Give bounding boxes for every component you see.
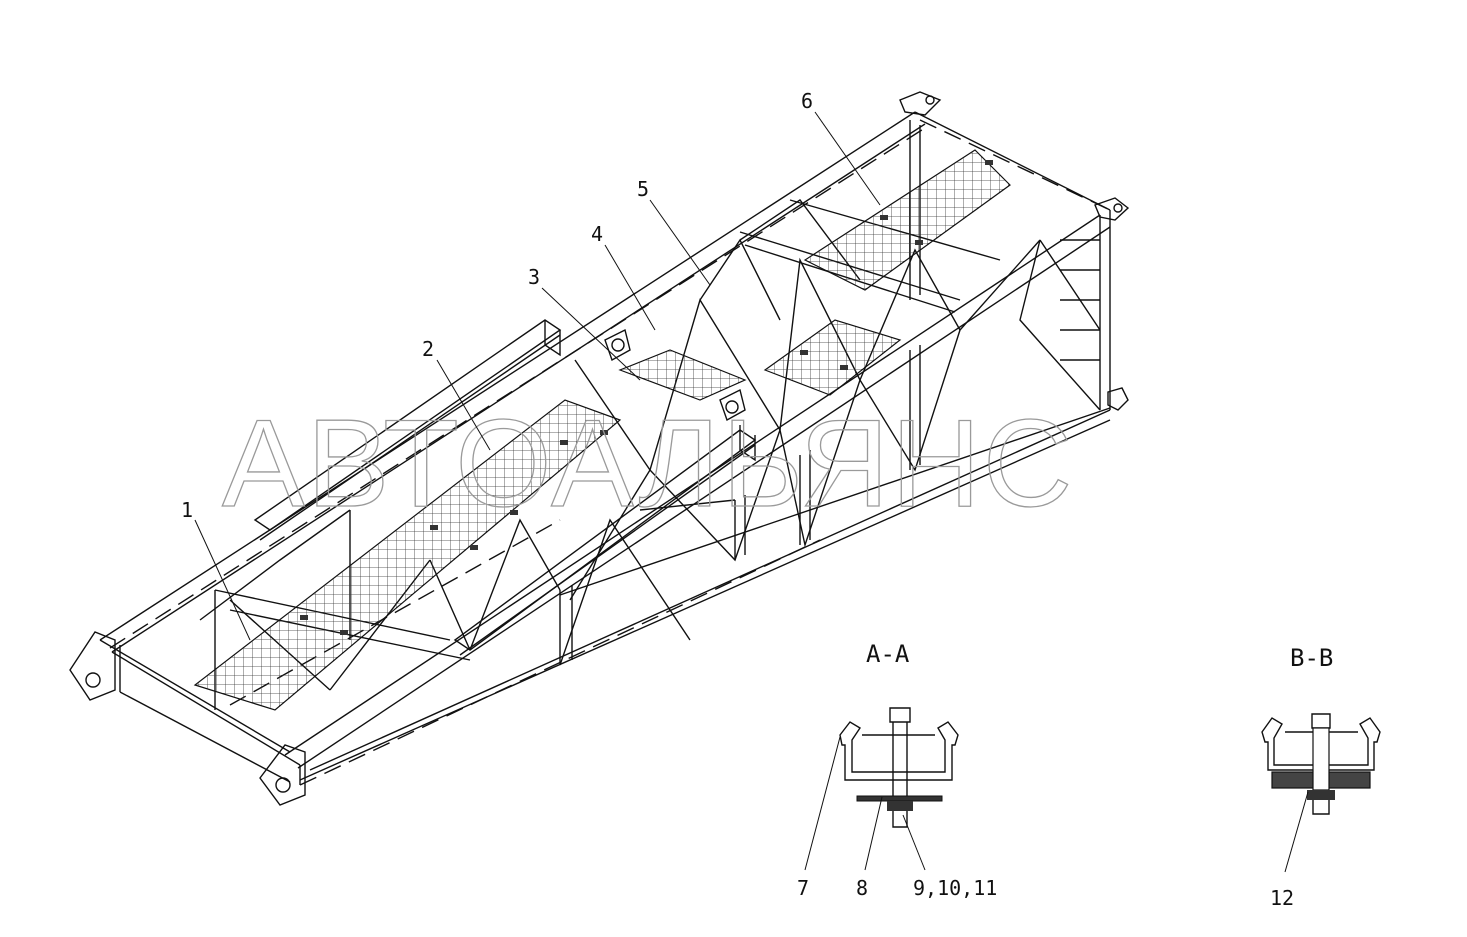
section-a-a-title: A-A bbox=[866, 640, 910, 668]
side-rails bbox=[253, 319, 757, 656]
end-lugs bbox=[69, 91, 1130, 806]
section-b-b-title: B-B bbox=[1290, 644, 1333, 672]
callout-12: 12 bbox=[1270, 886, 1294, 910]
brackets bbox=[604, 328, 746, 422]
callout-1: 1 bbox=[181, 498, 193, 522]
callout-7: 7 bbox=[797, 876, 809, 900]
section-b-b: B-B 12 bbox=[1261, 644, 1381, 910]
callout-5: 5 bbox=[637, 177, 649, 201]
callouts: 1 2 3 4 5 6 bbox=[181, 89, 881, 641]
callout-4: 4 bbox=[591, 222, 603, 246]
watermark: АВТОАЛЬЯНС bbox=[222, 395, 1074, 533]
walkway-gratings bbox=[193, 149, 1011, 711]
section-a-a: A-A 7 8 9,10,11 bbox=[797, 640, 997, 900]
callout-3: 3 bbox=[528, 265, 540, 289]
callout-2: 2 bbox=[422, 337, 434, 361]
callout-6: 6 bbox=[801, 89, 813, 113]
callout-8: 8 bbox=[856, 876, 868, 900]
callout-9-10-11: 9,10,11 bbox=[913, 876, 997, 900]
